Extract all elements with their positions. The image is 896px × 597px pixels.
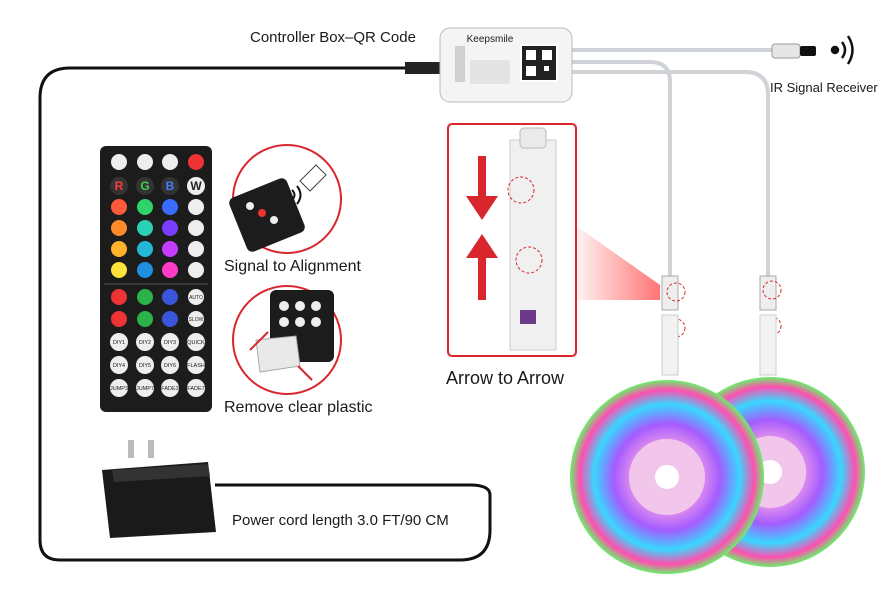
remote-color-grid <box>111 199 204 278</box>
key-fade7: FADE7 <box>187 386 204 392</box>
key-diy5: DIY5 <box>139 363 151 369</box>
key-g: G <box>140 179 149 193</box>
controller-box <box>439 27 573 103</box>
power-adapter <box>102 440 216 538</box>
key-quick: QUICK <box>187 340 205 346</box>
key-diy4: DIY4 <box>113 363 125 369</box>
key-diy1: DIY1 <box>113 340 125 346</box>
signal-waves-icon <box>830 35 854 65</box>
key-jump3: JUMP3 <box>110 386 128 392</box>
key-diy6: DIY6 <box>164 363 176 369</box>
remote-control: R G B W AUTO SLOW DIY1 DIY2 DIY3 QUICK <box>100 146 212 412</box>
ir-receiver <box>771 43 816 59</box>
signal-alignment-inset <box>229 144 342 254</box>
remove-plastic-label: Remove clear plastic <box>224 399 373 416</box>
controller-cables <box>570 48 775 280</box>
key-jump7: JUMP7 <box>136 386 154 392</box>
up-arrow-icon <box>466 234 498 300</box>
key-flash: FLASH <box>187 363 205 369</box>
key-b: B <box>166 179 175 193</box>
key-fade3: FADE3 <box>161 386 178 392</box>
key-diy3: DIY3 <box>164 340 176 346</box>
led-reel-front <box>570 380 764 574</box>
signal-alignment-label: Signal to Alignment <box>224 258 361 275</box>
remote-arrow-keys <box>111 289 204 327</box>
cable-plug <box>405 62 445 74</box>
key-auto: AUTO <box>189 295 203 301</box>
remote-diy-keys: DIY1 DIY2 DIY3 QUICK DIY4 DIY5 DIY6 FLAS… <box>110 333 205 397</box>
key-w: W <box>190 179 202 193</box>
down-arrow-icon <box>466 156 498 220</box>
key-diy2: DIY2 <box>139 340 151 346</box>
remote-power-row <box>111 154 204 170</box>
strip-connectors <box>661 275 782 376</box>
controller-brand: Keepsmile <box>467 34 514 45</box>
remove-plastic-inset <box>232 285 342 395</box>
pull-arrow-icon <box>249 331 269 351</box>
key-slow: SLOW <box>189 317 204 323</box>
arrow-detail-box <box>447 123 660 357</box>
power-cable <box>38 66 492 562</box>
arrow-to-arrow-label: Arrow to Arrow <box>446 368 565 388</box>
ir-receiver-label: IR Signal Receiver <box>770 80 878 95</box>
key-r: R <box>115 179 124 193</box>
controller-box-label: Controller Box–QR Code <box>250 29 416 46</box>
power-cord-label: Power cord length 3.0 FT/90 CM <box>232 512 449 529</box>
remote-color-keys: R G B W <box>110 177 205 195</box>
